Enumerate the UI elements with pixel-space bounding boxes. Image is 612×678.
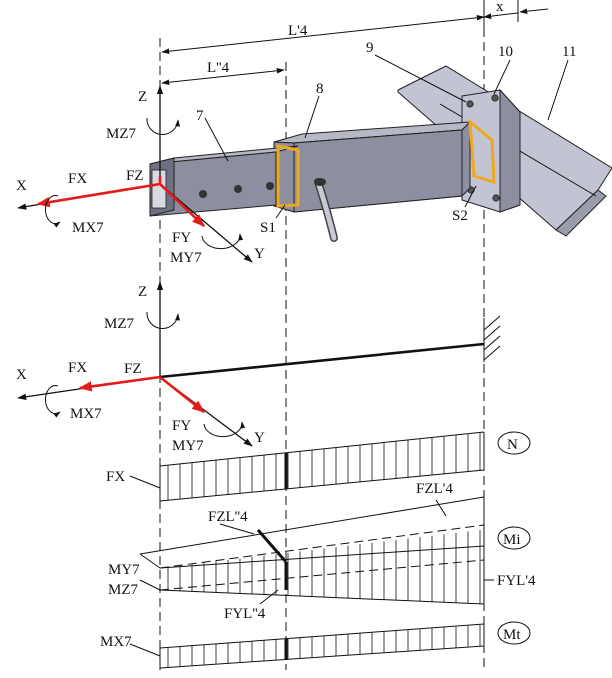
top-fx-label: FX — [68, 171, 87, 187]
mid-z-label: Z — [138, 284, 147, 300]
part-10-label: 10 — [498, 44, 513, 60]
bending-fy-l2-label: FYL''4 — [224, 606, 266, 622]
part-9-label: 9 — [366, 40, 374, 56]
normal-force-diagram — [129, 431, 485, 502]
mid-fy-label: FY — [172, 418, 191, 434]
total-length-label: L'4 — [288, 23, 308, 39]
part-11-label: 11 — [562, 44, 576, 60]
svg-text:N: N — [507, 437, 518, 453]
mid-fz-label: FZ — [124, 361, 142, 377]
flange-plate — [461, 88, 521, 213]
top-fy-label: FY — [172, 230, 191, 246]
torsion-diagram — [129, 623, 485, 669]
section-s2-label: S2 — [452, 208, 468, 224]
svg-text:Mt: Mt — [503, 627, 521, 643]
beam-8 — [273, 120, 472, 242]
bending-my-label: MY7 — [108, 562, 140, 578]
mid-y-label: Y — [254, 430, 265, 446]
top-y-label: Y — [254, 246, 265, 262]
section-s1-label: S1 — [260, 220, 276, 236]
top-mz-label: MZ7 — [106, 126, 137, 142]
mid-fx-label: FX — [68, 360, 87, 376]
beam-7 — [149, 145, 299, 217]
bending-fz-l2-label: FZL''4 — [208, 509, 248, 525]
mid-my-label: MY7 — [172, 438, 204, 454]
top-my-label: MY7 — [170, 250, 202, 266]
top-fz-label: FZ — [126, 168, 144, 184]
svg-text:Mi: Mi — [503, 532, 521, 548]
bending-mz-label: MZ7 — [108, 582, 139, 598]
top-forces — [36, 117, 244, 250]
part-labels: 7 8 9 10 11 S1 S2 — [196, 40, 576, 236]
bending-moment-badge: Mi — [497, 526, 531, 550]
part-8-label: 8 — [316, 81, 324, 97]
partial-length-label: L''4 — [207, 60, 230, 76]
mid-mz-label: MZ7 — [104, 316, 135, 332]
mid-x-label: X — [16, 367, 27, 383]
torsion-start-label: MX7 — [100, 634, 132, 650]
mid-forces — [45, 311, 246, 438]
offset-label: x — [496, 0, 504, 15]
normal-start-label: FX — [106, 469, 125, 485]
top-x-label: X — [16, 178, 27, 194]
bending-moment-diagram — [139, 496, 494, 605]
torsion-badge: Mt — [497, 621, 531, 645]
top-z-label: Z — [138, 89, 147, 105]
cross-sections — [276, 118, 496, 208]
part-7-label: 7 — [196, 108, 204, 124]
beam-line-model — [159, 315, 501, 379]
mid-mx-label: MX7 — [70, 406, 102, 422]
dimension-lines — [161, 0, 549, 86]
top-mx-label: MX7 — [72, 220, 104, 236]
normal-force-badge: N — [497, 431, 531, 455]
bending-fy-l1-label: FYL'4 — [497, 573, 536, 589]
bending-fz-l1-label: FZL'4 — [416, 481, 453, 497]
